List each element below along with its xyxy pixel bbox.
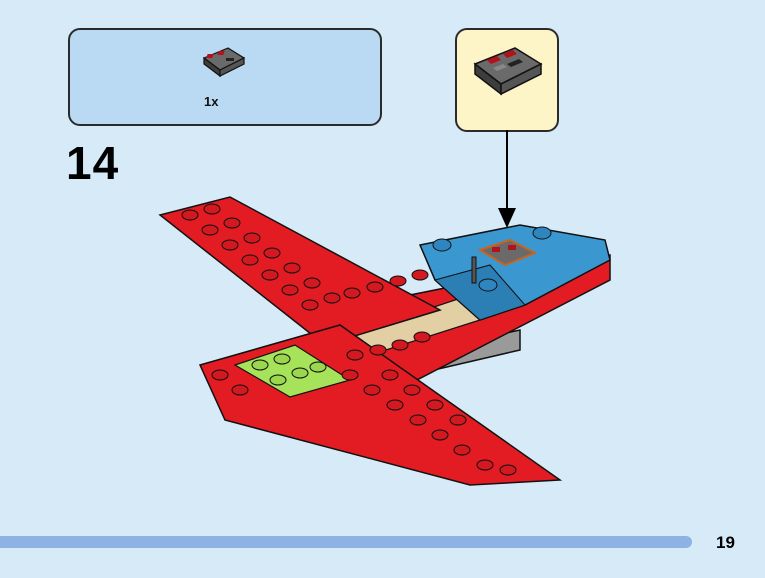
page-number: 19 — [716, 533, 735, 552]
placement-arrow-icon — [498, 130, 516, 228]
parts-list-box: 1x — [68, 28, 382, 126]
step-number: 14 — [66, 137, 120, 189]
plane-model-illustration — [158, 196, 611, 486]
part-quantity: 1x — [204, 94, 219, 109]
cockpit-control-panel-slope-icon — [473, 47, 543, 96]
callout-box — [455, 28, 559, 132]
cockpit-control-panel-slope-icon — [202, 47, 246, 78]
footer-progress-bar — [0, 536, 692, 548]
